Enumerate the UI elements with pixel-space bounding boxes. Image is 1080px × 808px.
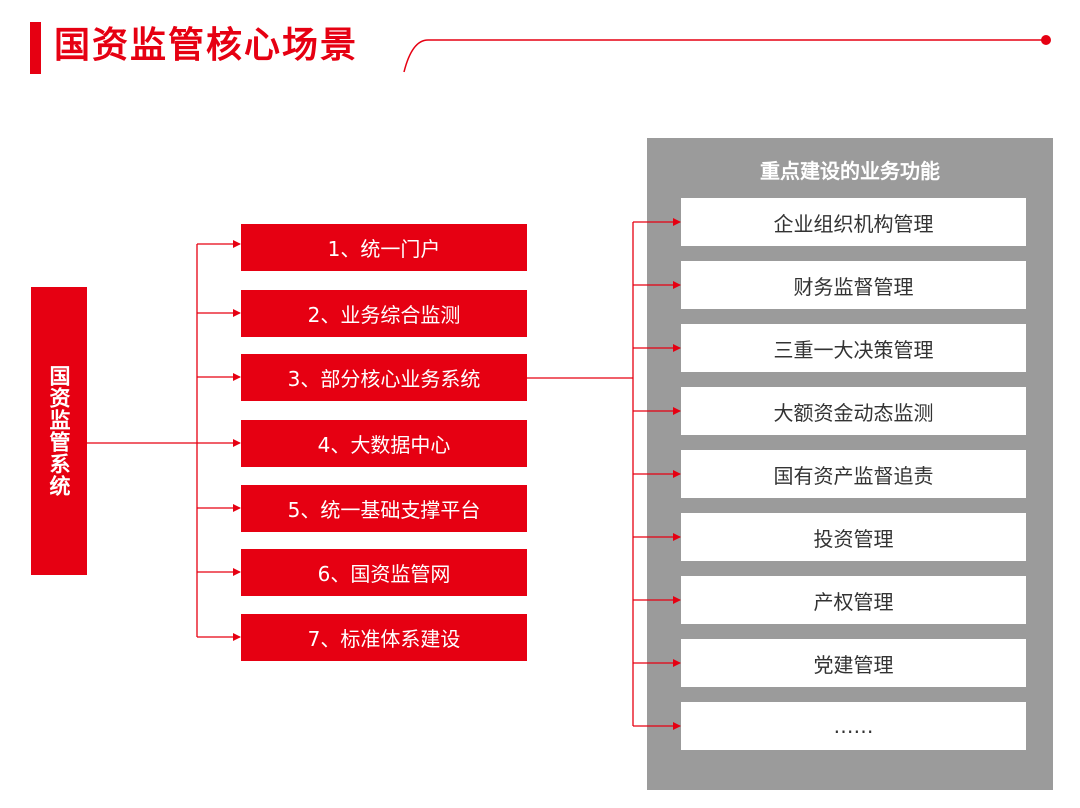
module-box-1: 1、统一门户 (241, 224, 527, 271)
header-accent-bar (30, 22, 41, 74)
function-item-4: 大额资金动态监测 (681, 387, 1026, 435)
function-item-7: 产权管理 (681, 576, 1026, 624)
function-item-9: …… (681, 702, 1026, 750)
root-system-label: 国资监管系统 (47, 365, 71, 497)
module-box-6: 6、国资监管网 (241, 549, 527, 596)
header-divider-line (403, 35, 1051, 73)
module-box-3: 3、部分核心业务系统 (241, 354, 527, 401)
function-item-6: 投资管理 (681, 513, 1026, 561)
function-panel-title: 重点建设的业务功能 (760, 159, 940, 183)
function-item-3: 三重一大决策管理 (681, 324, 1026, 372)
function-item-2: 财务监督管理 (681, 261, 1026, 309)
function-item-1: 企业组织机构管理 (681, 198, 1026, 246)
module-box-4: 4、大数据中心 (241, 420, 527, 467)
module-box-7: 7、标准体系建设 (241, 614, 527, 661)
page-title: 国资监管核心场景 (54, 25, 359, 66)
function-item-8: 党建管理 (681, 639, 1026, 687)
function-item-5: 国有资产监督追责 (681, 450, 1026, 498)
root-system-box: 国资监管系统 (31, 287, 87, 575)
module-box-2: 2、业务综合监测 (241, 290, 527, 337)
module-box-5: 5、统一基础支撑平台 (241, 485, 527, 532)
